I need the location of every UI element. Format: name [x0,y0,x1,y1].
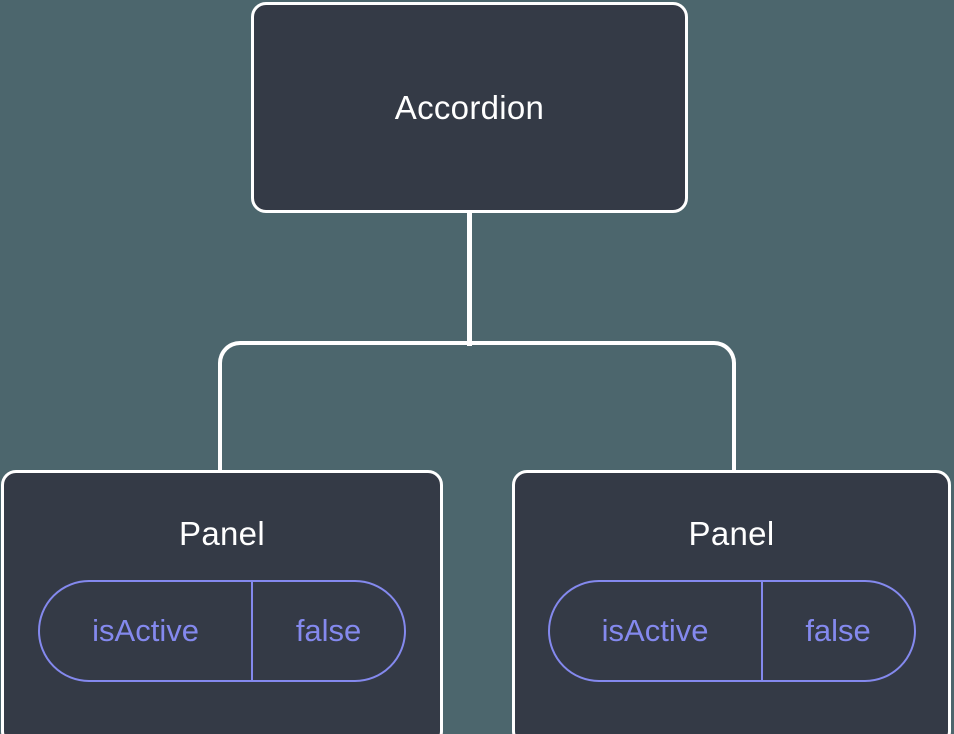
panel-left-prop-value: false [295,613,362,648]
panel-right-prop-pill: isActive false [547,580,916,682]
panel-left-prop-name: isActive [40,582,254,680]
panel-left-label: Panel [179,515,265,552]
node-accordion: Accordion [251,2,688,213]
node-panel-left: Panel isActive false [1,470,443,734]
accordion-node-label: Accordion [394,88,545,126]
panel-right-prop-name: isActive [550,582,763,680]
connector-stem [467,213,472,346]
node-panel-right: Panel isActive false [512,470,951,734]
panel-right-prop-value: false [805,613,871,648]
panel-right-label: Panel [688,515,775,552]
connector-bracket [218,341,736,472]
panel-left-prop-pill: isActive false [38,580,406,682]
